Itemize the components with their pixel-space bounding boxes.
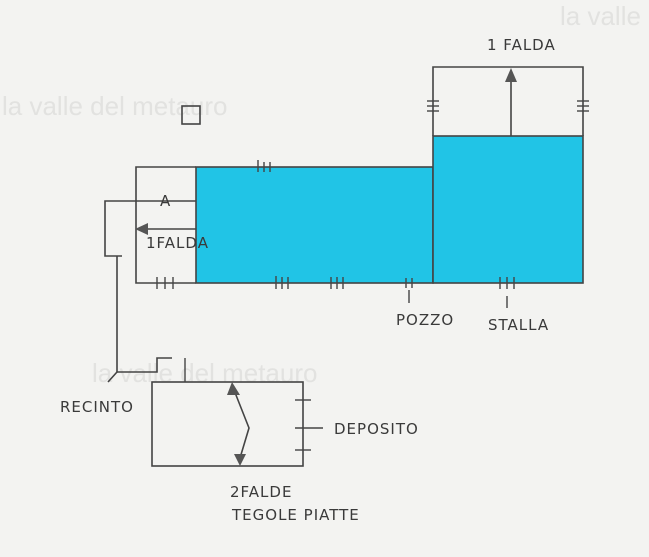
watermark: la valle del metauro <box>560 1 649 31</box>
stable-label: STALLA <box>488 316 549 334</box>
well-label: POZZO <box>396 311 454 329</box>
stable-building <box>432 135 584 284</box>
arrow-head-icon <box>234 454 246 466</box>
watermark: la valle del metauro <box>92 358 317 388</box>
section-line <box>104 200 196 257</box>
opening-ticks <box>156 160 515 308</box>
storage-building <box>151 381 304 467</box>
top-roof-label: 1 FALDA <box>487 36 556 54</box>
storage-ticks <box>295 399 323 451</box>
storage-label: DEPOSITO <box>334 420 419 438</box>
arrow-head-icon <box>135 223 148 235</box>
arrow-head-icon <box>227 382 240 395</box>
enclosure-label: RECINTO <box>60 398 134 416</box>
main-building <box>195 166 434 284</box>
small-square-marker <box>181 105 201 125</box>
storage-roof-type-label: TEGOLE PIATTE <box>231 506 360 524</box>
left-annex <box>135 166 196 284</box>
arrow-head-icon <box>505 68 517 82</box>
enclosure-fence <box>116 256 172 373</box>
section-mark-label: A <box>160 192 171 210</box>
enclosure-leader <box>107 371 118 383</box>
left-roof-label: 1FALDA <box>146 234 209 252</box>
storage-roof-arrow <box>233 389 250 459</box>
storage-roof-label: 2FALDE <box>230 483 292 501</box>
window-ticks <box>427 100 589 112</box>
